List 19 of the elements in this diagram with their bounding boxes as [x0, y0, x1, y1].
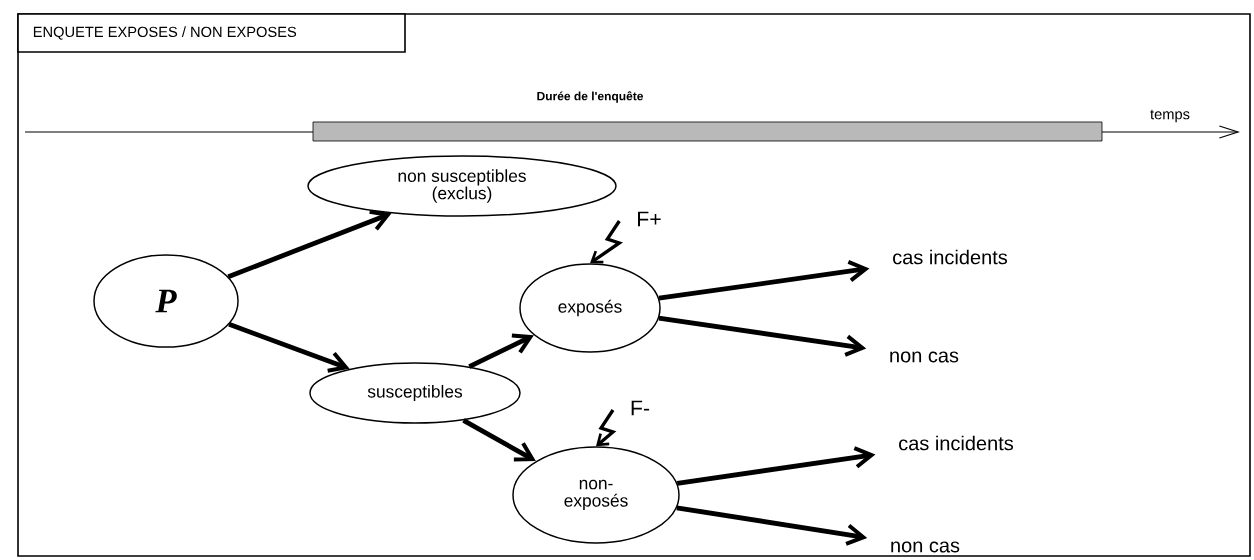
outcome-text: non cas: [891, 541, 960, 553]
arrow: [228, 322, 350, 373]
arrow: [462, 418, 536, 462]
arrow: [227, 209, 392, 280]
bar-label: Durée de l'enquête: [537, 91, 644, 103]
arrow: [676, 505, 868, 546]
outcome-text: non cas: [890, 351, 959, 363]
axis-label: temps: [1150, 109, 1190, 123]
arrow: [596, 409, 617, 447]
arrow: [468, 333, 534, 369]
outcome-text: cas incidents: [899, 435, 1014, 451]
factor-label: F-: [631, 400, 650, 416]
arrow: [658, 315, 867, 357]
factor-label: F+: [638, 211, 661, 227]
arrow: [658, 260, 870, 301]
title-box: ENQUETE EXPOSES / NON EXPOSES: [17, 13, 406, 53]
outcome-text: cas incidents: [893, 249, 1008, 265]
arrow: [676, 446, 876, 486]
arrow: [590, 220, 623, 264]
